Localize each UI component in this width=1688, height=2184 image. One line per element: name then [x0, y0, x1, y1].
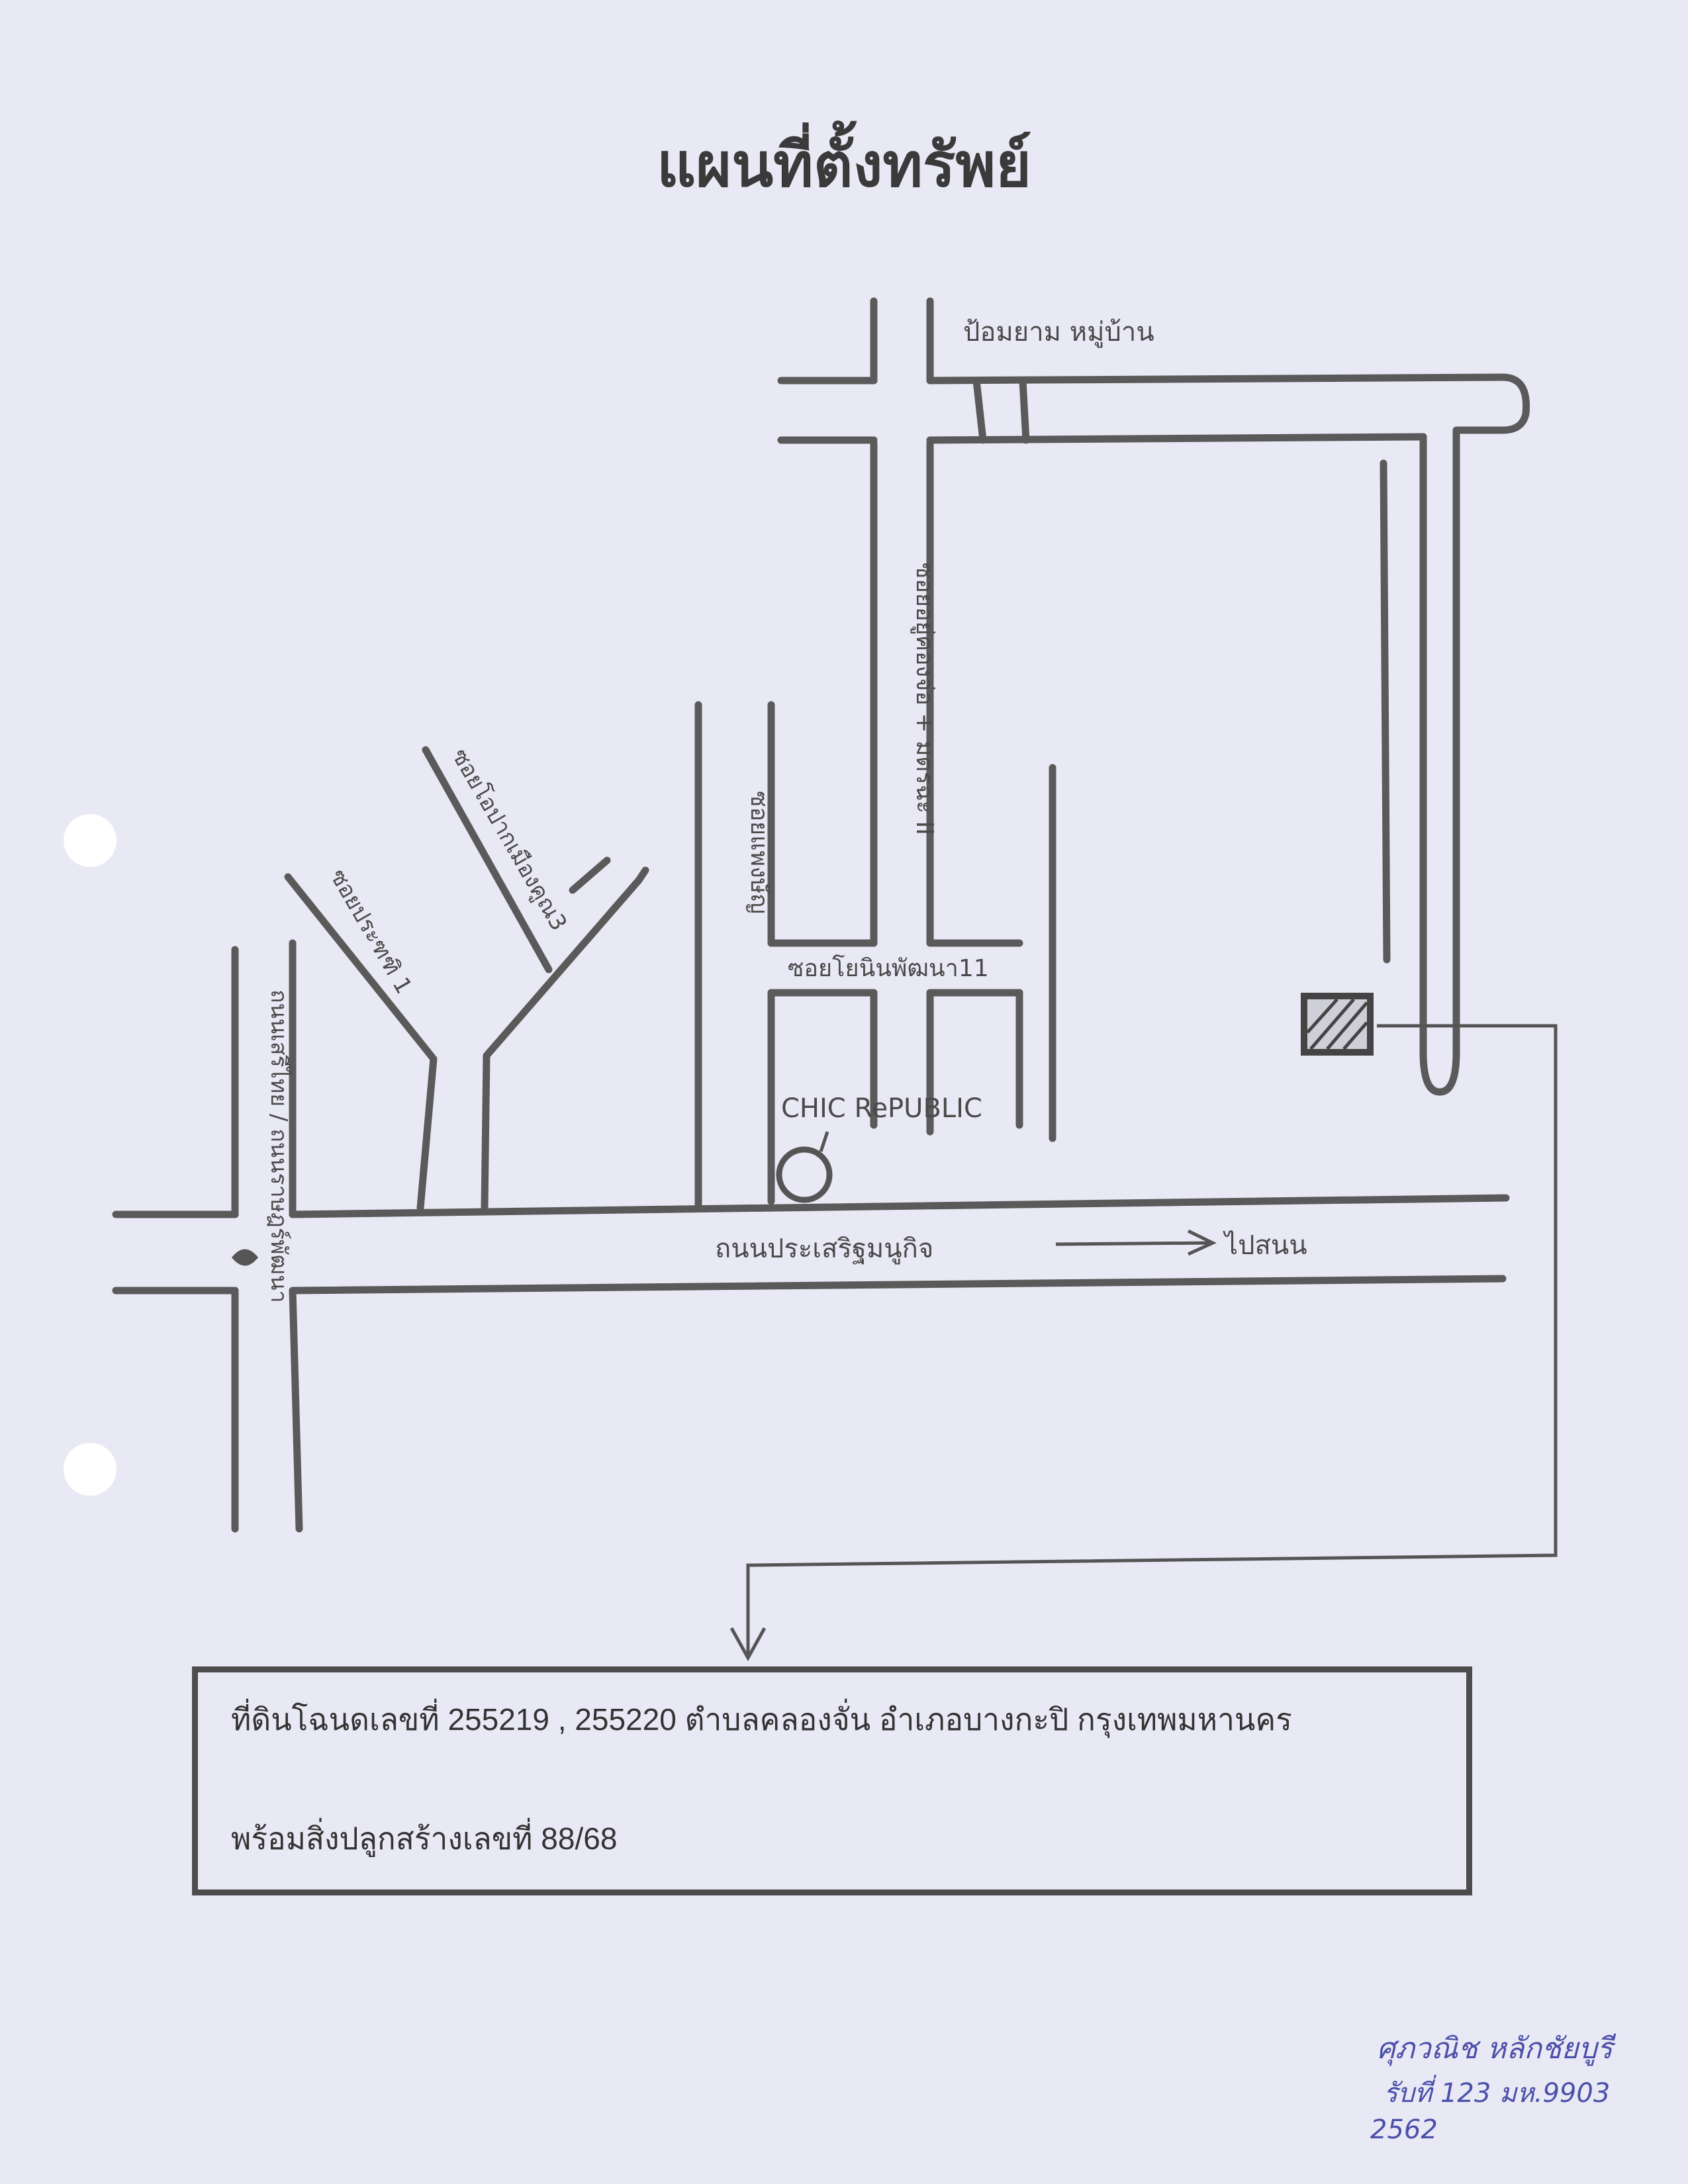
top-loop-road: [777, 373, 1530, 1096]
label-soi-b: ซอยอยู่คองจ่อ + มตรฉะ II: [910, 563, 938, 835]
central-soi-roads: [694, 297, 1056, 1208]
info-line-deed: ที่ดินโฉนดเลขที่ 255219 , 255220 ตำบลคลอ…: [231, 1702, 1292, 1737]
signature-id: รับที่ 123 มห.9903: [1383, 2078, 1611, 2109]
punch-hole-bottom: [64, 1443, 117, 1496]
label-chic-republic: CHIC RePUBLIC: [781, 1093, 982, 1124]
label-soi-e: ซอยโอปากเมืองคูณ3: [446, 745, 572, 936]
info-line-building: พร้อมสิ่งปลูกสร้างเลขที่ 88/68: [231, 1821, 618, 1856]
label-soi-c: ซอยแพงษัญ: [745, 791, 773, 914]
chic-republic-marker: [776, 1146, 833, 1203]
property-info-box: ที่ดินโฉนดเลขที่ 255219 , 255220 ตำบลคลอ…: [192, 1666, 1472, 1895]
pointer-arrow: [729, 1024, 1558, 1662]
y-junction-roads: [284, 746, 649, 1212]
property-marker: [1301, 993, 1374, 1056]
left-vertical-road: [231, 939, 303, 1533]
label-village-guard: ป้อมยาม หมู่บ้าน: [963, 317, 1154, 347]
main-road: [112, 1194, 1510, 1295]
punch-hole-top: [64, 814, 117, 867]
signature-name: ศุภวณิช หลักชัยบูรี: [1377, 2032, 1613, 2066]
direction-arrow: [1055, 1229, 1217, 1256]
label-soi-main-side: ซอยโยนินพัฒนา11: [788, 954, 989, 982]
label-to-direction: ไปสนน: [1223, 1230, 1307, 1261]
page-title: แผนที่ตั้งทรัพย์: [656, 130, 1031, 201]
left-road-marker-icon: [232, 1249, 258, 1266]
signature-year: 2562: [1370, 2115, 1438, 2145]
label-main-road: ถนนประเสริฐมนูกิจ: [715, 1234, 933, 1265]
label-left-road: ถนนเสรีไทย / ถนนราษฎร์พัฒนา: [265, 989, 292, 1303]
chic-republic-pointer: [819, 1131, 829, 1152]
